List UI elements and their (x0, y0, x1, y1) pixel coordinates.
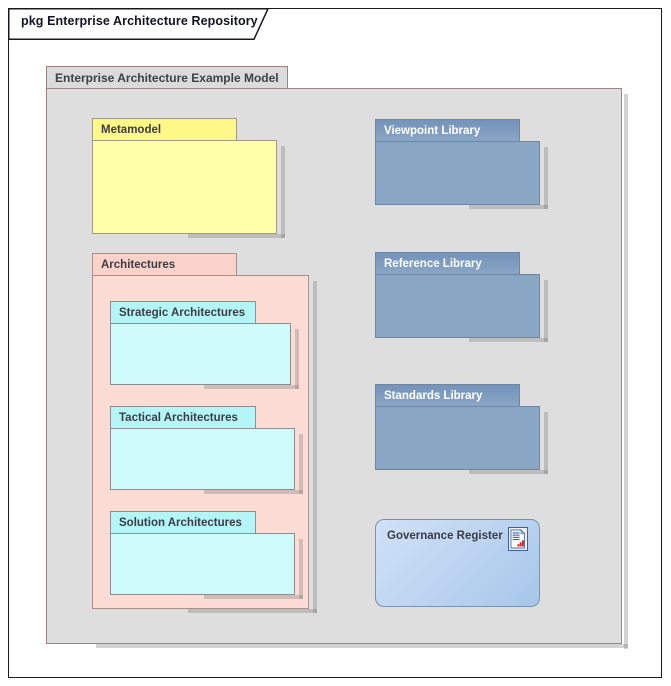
package-shadow (544, 280, 548, 342)
package-body[interactable] (110, 323, 291, 385)
package-tab[interactable]: Reference Library (375, 252, 520, 275)
package-body[interactable] (375, 141, 540, 205)
artifact-label: Governance Register (387, 530, 503, 542)
package-shadow (544, 147, 548, 209)
package-body[interactable] (92, 140, 277, 234)
artifact-governance-register[interactable]: Governance Register (375, 519, 544, 611)
package-shadow (469, 338, 548, 342)
package-shadow (624, 94, 628, 649)
package-shadow (544, 412, 548, 474)
package-label: Metamodel (101, 123, 162, 136)
package-label: Tactical Architectures (119, 411, 238, 424)
package-tab[interactable]: Viewpoint Library (375, 119, 520, 142)
package-label: Solution Architectures (119, 516, 242, 529)
package-tab[interactable]: Enterprise Architecture Example Model (46, 66, 288, 89)
frame-tab-shape (8, 8, 270, 40)
package-label: Viewpoint Library (384, 124, 481, 137)
package-shadow (469, 205, 548, 209)
package-tab[interactable]: Metamodel (92, 118, 237, 141)
package-tab[interactable]: Standards Library (375, 384, 520, 407)
package-shadow (295, 329, 299, 389)
package-shadow (204, 385, 299, 389)
package-label: Reference Library (384, 257, 482, 270)
package-label: Architectures (101, 258, 176, 271)
package-tab[interactable]: Strategic Architectures (110, 301, 256, 324)
package-label: Enterprise Architecture Example Model (55, 70, 279, 85)
package-shadow (204, 595, 303, 599)
package-shadow (96, 644, 628, 648)
diagram-title: pkg Enterprise Architecture Repository (21, 14, 258, 28)
package-body[interactable] (375, 406, 540, 470)
package-body[interactable] (375, 274, 540, 338)
document-report-icon (508, 527, 528, 551)
package-body[interactable] (110, 533, 295, 595)
package-tab[interactable]: Architectures (92, 253, 237, 276)
package-shadow (281, 146, 285, 238)
package-shadow (204, 490, 303, 494)
package-shadow (188, 234, 285, 238)
package-shadow (469, 470, 548, 474)
package-label: Standards Library (384, 389, 483, 402)
package-shadow (299, 434, 303, 494)
package-shadow (313, 281, 317, 613)
package-tab[interactable]: Tactical Architectures (110, 406, 256, 429)
package-shadow (299, 539, 303, 599)
package-body[interactable] (110, 428, 295, 490)
package-label: Strategic Architectures (119, 306, 246, 319)
package-tab[interactable]: Solution Architectures (110, 511, 256, 534)
package-shadow (188, 609, 317, 613)
